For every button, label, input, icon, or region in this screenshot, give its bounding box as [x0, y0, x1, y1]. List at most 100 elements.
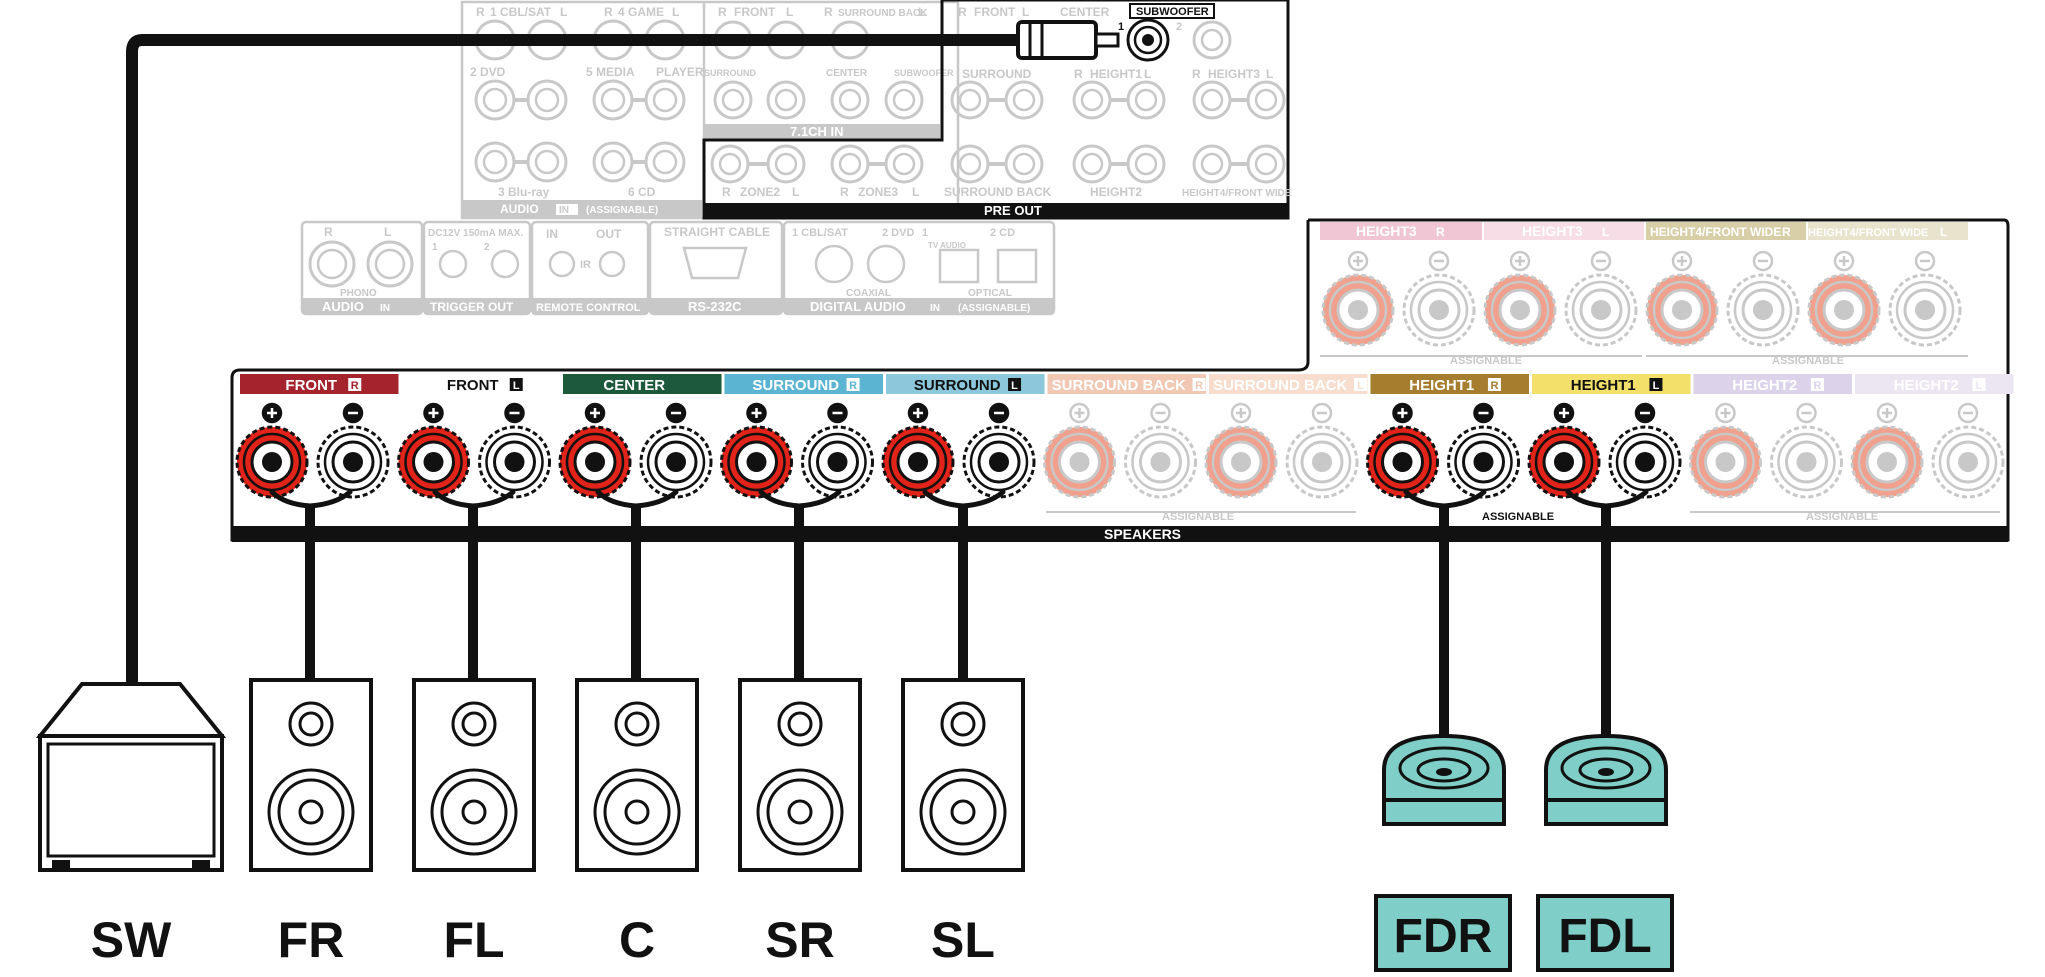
preout-r1-b: FRONT	[974, 5, 1016, 19]
trigger-footer: TRIGGER OUT	[430, 300, 514, 314]
speaker-assignable-3: ASSIGNABLE	[1806, 511, 1878, 523]
rs232-cable: STRAIGHT CABLE	[664, 225, 770, 239]
channel-label-text: CENTER	[603, 377, 665, 394]
channel-label-text: SURROUND BACK	[1052, 377, 1186, 394]
preout-r2-c: HEIGHT1	[1090, 67, 1142, 81]
terminal-positive	[1321, 250, 1395, 347]
audio-in-footer: AUDIO	[500, 202, 539, 216]
audio-in-assignable: (ASSIGNABLE)	[586, 205, 658, 216]
channel-label-bg	[724, 374, 883, 394]
digital-coaxial: COAXIAL	[846, 288, 891, 299]
preout-r1-a: R	[958, 5, 967, 19]
terminal-negative	[1564, 250, 1638, 347]
height-speaker-fdl	[1544, 733, 1668, 826]
phono-footer-in: IN	[380, 303, 390, 314]
terminal-positive	[1043, 402, 1116, 499]
terminal-negative	[1124, 402, 1197, 499]
channel-label-text: FRONT	[447, 377, 499, 394]
audio-in-r3-a: 3 Blu-ray	[498, 185, 550, 199]
channel-side-badge	[1008, 378, 1022, 391]
phono-r: R	[324, 225, 333, 239]
audio-in-r1-a: R	[476, 5, 485, 19]
terminal-positive	[1366, 402, 1439, 499]
trigger-spec: DC12V 150mA MAX.	[428, 228, 523, 239]
phono-l: L	[384, 225, 391, 239]
channel-side-badge	[1487, 378, 1501, 391]
channel-label-text: HEIGHT1	[1571, 377, 1636, 394]
preout-r1-c: L	[1022, 5, 1029, 19]
ch71-r1-e: SURROUND BACK	[838, 8, 928, 19]
preout-r3-b: ZONE2	[740, 185, 780, 199]
height4-l-label: HEIGHT4/FRONT WIDE	[1808, 227, 1928, 239]
digital-optical: OPTICAL	[968, 288, 1012, 299]
terminal-positive	[397, 402, 470, 499]
audio-in-r1-f: L	[672, 5, 679, 19]
channel-side-badge	[1192, 378, 1206, 391]
height-speaker-labels: FDR FDL	[1374, 894, 1674, 972]
channel-side-badge	[1649, 378, 1663, 391]
label-fr: FR	[278, 912, 345, 968]
height-panel-assignable-2: ASSIGNABLE	[1772, 355, 1844, 367]
digital-footer: DIGITAL AUDIO	[810, 299, 906, 314]
speaker-group	[35, 678, 1025, 872]
channel-label-text: HEIGHT2	[1732, 377, 1797, 394]
height4-r-side: R	[1782, 225, 1791, 239]
speaker-assignable-2: ASSIGNABLE	[1482, 511, 1554, 523]
top-panel: AUDIO IN (ASSIGNABLE) R 1 CBL/SAT L R 4 …	[460, 0, 1292, 220]
remote-in: IN	[546, 227, 558, 241]
terminal-negative	[639, 402, 713, 499]
terminal-negative	[1726, 250, 1800, 347]
channel-label-text: SURROUND	[914, 377, 1001, 394]
terminal-negative	[1402, 250, 1476, 347]
height3-l-label: HEIGHT3	[1522, 223, 1583, 239]
subwoofer-speaker	[35, 682, 227, 872]
trigger-2: 2	[484, 242, 490, 253]
terminal-positive	[720, 402, 793, 499]
terminal-positive	[1204, 402, 1278, 499]
audio-in-r2-a: 2 DVD	[470, 65, 506, 79]
channel-side-badge	[509, 378, 523, 391]
speaker-terminals	[235, 402, 2005, 499]
ch71-r1-b: FRONT	[734, 5, 776, 19]
channel-label-bg	[1047, 374, 1206, 394]
preout-r3-i: HEIGHT4/FRONT WIDE	[1182, 188, 1292, 199]
channel-label-bg	[886, 374, 1045, 394]
channel-side-badge	[846, 378, 860, 391]
channel-side-text: L	[1357, 380, 1364, 392]
audio-in-r1-b: 1 CBL/SAT	[490, 5, 552, 19]
channel-label-bg	[1209, 374, 1368, 394]
channel-side-text: R	[1490, 380, 1498, 392]
ch71-r2-a: SURROUND	[704, 68, 757, 78]
digital-cbl: 1 CBL/SAT	[792, 227, 848, 239]
preout-r2-a: SURROUND	[962, 67, 1032, 81]
audio-in-r1-d: R	[604, 5, 613, 19]
digital-footer-assignable: (ASSIGNABLE)	[958, 303, 1030, 314]
speakers-footer: SPEAKERS	[1104, 526, 1181, 542]
sub-number-1: 1	[1118, 21, 1124, 33]
phono-footer: AUDIO	[322, 299, 364, 314]
preout-r3-c: L	[792, 185, 799, 199]
terminal-negative	[1770, 402, 1843, 499]
channel-side-text: L	[1011, 380, 1018, 392]
digital-dvd: 2 DVD	[882, 227, 914, 239]
bookshelf-speaker	[738, 678, 862, 872]
terminal-negative	[1447, 402, 1520, 499]
channel-label-text: SURROUND BACK	[1213, 377, 1347, 394]
terminal-positive	[1645, 250, 1719, 347]
height-panel: HEIGHT3 R HEIGHT3 L HEIGHT4/FRONT WIDE R…	[1320, 222, 1968, 367]
bookshelf-speaker	[249, 678, 373, 872]
preout-r3-h: HEIGHT2	[1090, 185, 1142, 199]
audio-in-tag: IN	[559, 205, 569, 216]
terminal-negative	[1888, 250, 1962, 347]
ch71-r1-a: R	[718, 5, 727, 19]
phono-label: PHONO	[340, 288, 377, 299]
audio-in-r1-e: 4 GAME	[618, 5, 664, 19]
digital-footer-in: IN	[930, 303, 940, 314]
rs232-footer: RS-232C	[688, 299, 742, 314]
audio-in-r2-c: PLAYER	[656, 65, 704, 79]
channel-side-text: L	[513, 380, 520, 392]
label-fdr: FDR	[1394, 910, 1493, 963]
height3-l-side: L	[1602, 225, 1609, 239]
